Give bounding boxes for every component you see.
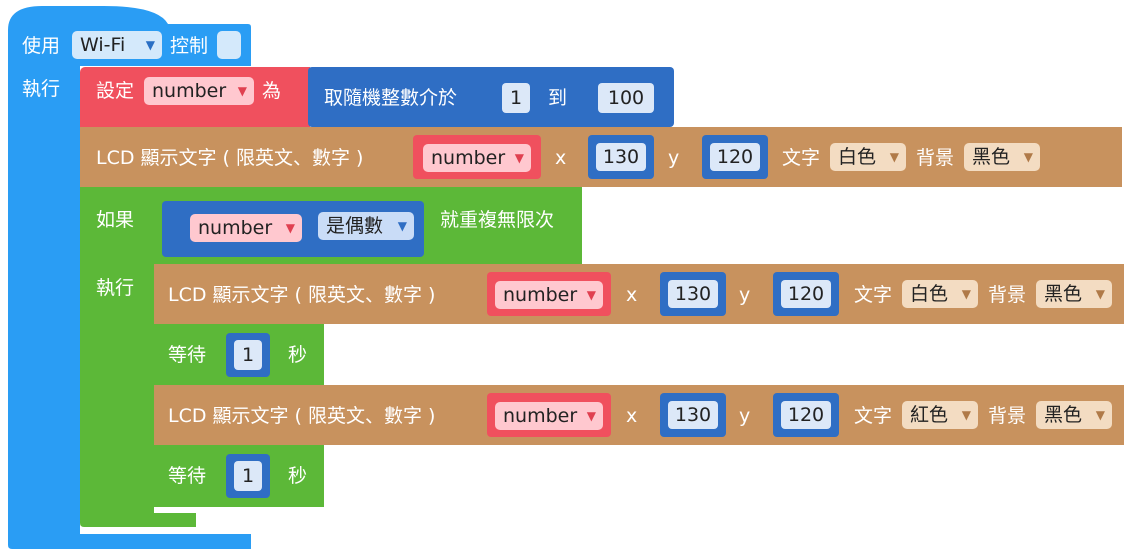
bg-color-value: 黑色: [1044, 404, 1083, 426]
text-color-value: 白色: [838, 146, 877, 168]
y-input[interactable]: 120: [781, 280, 831, 308]
y-label: y: [739, 405, 751, 427]
chevron-down-icon: ▼: [397, 219, 407, 233]
text-color-value: 白色: [910, 283, 949, 305]
lcd-variable-dropdown[interactable]: number ▼: [423, 144, 531, 172]
x-input[interactable]: 130: [668, 401, 718, 429]
condition-type-dropdown[interactable]: 是偶數 ▼: [318, 212, 414, 240]
text-color-dropdown[interactable]: 白色 ▼: [902, 280, 978, 308]
lcd-variable-value: number: [503, 405, 578, 427]
lcd-variable-dropdown[interactable]: number ▼: [495, 281, 603, 309]
bg-color-dropdown[interactable]: 黑色 ▼: [1036, 401, 1112, 429]
random-integer-block[interactable]: 取隨機整數介於 1 到 100: [308, 67, 674, 127]
chevron-down-icon: ▼: [586, 288, 596, 302]
bg-color-dropdown[interactable]: 黑色 ▼: [964, 143, 1040, 171]
use-exec-label: 執行: [22, 78, 61, 100]
wifi-dropdown[interactable]: Wi-Fi ▼: [72, 31, 162, 59]
x-label: x: [626, 405, 638, 427]
random-max-input[interactable]: 100: [598, 83, 654, 113]
bg-color-value: 黑色: [1044, 283, 1083, 305]
control-empty-slot[interactable]: [217, 31, 241, 59]
wait-block[interactable]: 等待 1 秒: [154, 445, 324, 507]
y-input[interactable]: 120: [710, 143, 760, 171]
lcd-display-block[interactable]: LCD 顯示文字 ( 限英文、數字 ) number▼ x 130 y 120 …: [154, 264, 1124, 324]
text-color-label: 文字: [782, 147, 821, 169]
lcd-label: LCD 顯示文字 ( 限英文、數字 ): [168, 284, 436, 306]
wait-seconds-input[interactable]: 1: [234, 340, 262, 370]
x-input[interactable]: 130: [668, 280, 718, 308]
random-label: 取隨機整數介於: [324, 87, 458, 109]
lcd-variable-value: number: [503, 284, 578, 306]
wait-block[interactable]: 等待 1 秒: [154, 324, 324, 385]
y-input[interactable]: 120: [781, 401, 831, 429]
random-to-label: 到: [548, 87, 568, 109]
if-label: 如果: [96, 209, 135, 231]
lcd-display-block[interactable]: LCD 顯示文字 ( 限英文、數字 ) number▼ x 130 y 120 …: [154, 385, 1124, 445]
condition-type-value: 是偶數: [326, 215, 384, 237]
bg-color-label: 背景: [916, 147, 955, 169]
wait-seconds-input[interactable]: 1: [234, 461, 262, 491]
use-wifi-block[interactable]: 使用 Wi-Fi ▼ 控制 執行: [8, 0, 1132, 557]
y-label: y: [668, 147, 680, 169]
text-color-dropdown[interactable]: 白色 ▼: [830, 143, 906, 171]
if-block[interactable]: 如果 number ▼ 是偶數 ▼ 就重複無限次 執行: [80, 187, 582, 527]
text-color-value: 紅色: [910, 404, 949, 426]
control-label: 控制: [170, 35, 209, 57]
lcd-label: LCD 顯示文字 ( 限英文、數字 ): [168, 405, 436, 427]
chevron-down-icon: ▼: [961, 287, 971, 301]
bg-color-label: 背景: [988, 405, 1027, 427]
chevron-down-icon: ▼: [586, 409, 596, 423]
chevron-down-icon: ▼: [1095, 287, 1105, 301]
bg-color-label: 背景: [988, 284, 1027, 306]
text-color-label: 文字: [854, 405, 893, 427]
lcd-variable-dropdown[interactable]: number ▼: [495, 402, 603, 430]
seconds-label: 秒: [288, 465, 308, 487]
wifi-dropdown-value: Wi-Fi: [80, 34, 126, 56]
x-input[interactable]: 130: [596, 143, 646, 171]
set-to-label: 為: [262, 80, 282, 102]
wait-label: 等待: [168, 465, 207, 487]
lcd-variable-value: number: [431, 147, 506, 169]
set-variable-value: number: [152, 80, 227, 102]
set-label: 設定: [96, 80, 135, 102]
if-exec-label: 執行: [96, 277, 135, 299]
condition-variable-value: number: [198, 217, 273, 239]
x-label: x: [555, 147, 567, 169]
chevron-down-icon: ▼: [1023, 150, 1033, 164]
condition-variable-dropdown[interactable]: number ▼: [190, 214, 302, 242]
bg-color-value: 黑色: [972, 146, 1011, 168]
lcd-label: LCD 顯示文字 ( 限英文、數字 ): [96, 147, 364, 169]
chevron-down-icon: ▼: [889, 150, 899, 164]
chevron-down-icon: ▼: [1095, 408, 1105, 422]
y-label: y: [739, 284, 751, 306]
lcd-display-block[interactable]: LCD 顯示文字 ( 限英文、數字 ) number▼ x 130 y 120 …: [80, 127, 1122, 187]
x-label: x: [626, 284, 638, 306]
chevron-down-icon: ▼: [961, 408, 971, 422]
use-label: 使用: [22, 35, 61, 57]
then-label: 就重複無限次: [440, 209, 555, 231]
chevron-down-icon: ▼: [145, 38, 155, 52]
use-wifi-block-shape: [8, 6, 251, 549]
seconds-label: 秒: [288, 344, 308, 366]
wait-label: 等待: [168, 344, 207, 366]
chevron-down-icon: ▼: [285, 221, 295, 235]
bg-color-dropdown[interactable]: 黑色 ▼: [1036, 280, 1112, 308]
chevron-down-icon: ▼: [514, 151, 524, 165]
text-color-dropdown[interactable]: 紅色 ▼: [902, 401, 978, 429]
set-variable-block[interactable]: 設定 number ▼ 為: [80, 67, 310, 127]
random-min-input[interactable]: 1: [502, 83, 530, 113]
chevron-down-icon: ▼: [237, 84, 247, 98]
set-variable-dropdown[interactable]: number ▼: [144, 77, 254, 105]
text-color-label: 文字: [854, 284, 893, 306]
